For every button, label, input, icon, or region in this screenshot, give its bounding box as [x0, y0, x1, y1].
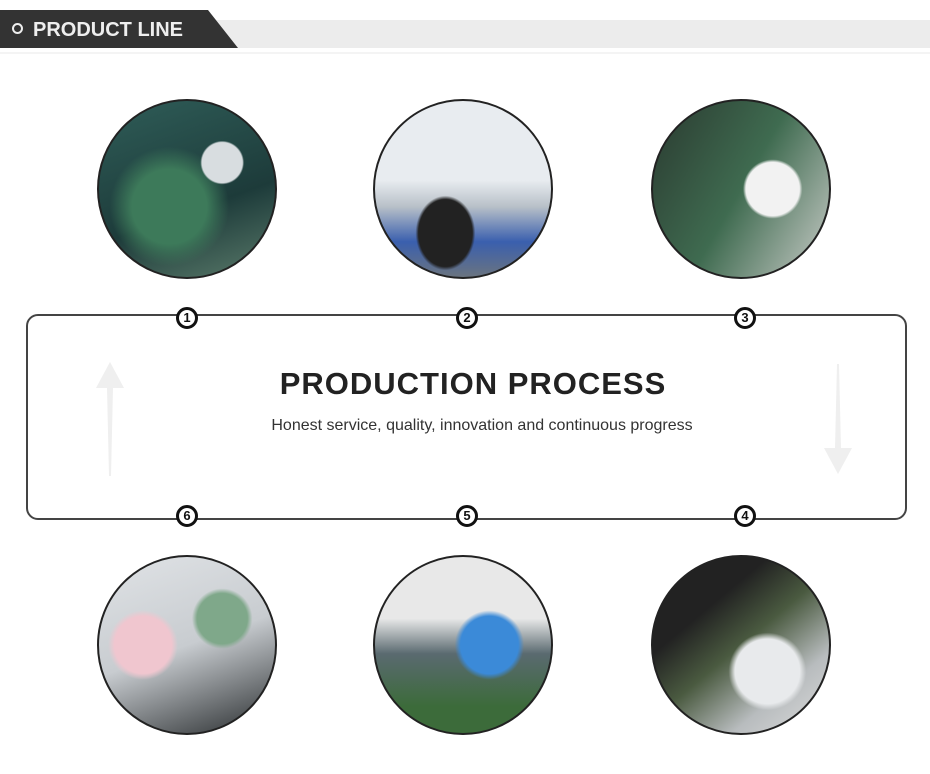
header-divider — [0, 52, 930, 54]
arrow-down-icon — [824, 364, 852, 474]
step-badge-4: 4 — [734, 505, 756, 527]
step-3-photo — [651, 99, 831, 279]
step-1-photo — [97, 99, 277, 279]
step-6-photo — [97, 555, 277, 735]
process-subtitle: Honest service, quality, innovation and … — [271, 417, 693, 434]
step-4-photo — [651, 555, 831, 735]
step-badge-6: 6 — [176, 505, 198, 527]
step-badge-2: 2 — [456, 307, 478, 329]
section-title: PRODUCT LINE — [33, 19, 183, 41]
step-badge-1: 1 — [176, 307, 198, 329]
section-header: PRODUCT LINE — [0, 10, 238, 48]
step-5-photo — [373, 555, 553, 735]
arrow-up-icon — [96, 362, 124, 476]
circle-bullet-icon — [12, 23, 23, 34]
process-title: PRODUCTION PROCESS — [279, 366, 667, 401]
step-2-photo — [373, 99, 553, 279]
step-badge-5: 5 — [456, 505, 478, 527]
step-badge-3: 3 — [734, 307, 756, 329]
